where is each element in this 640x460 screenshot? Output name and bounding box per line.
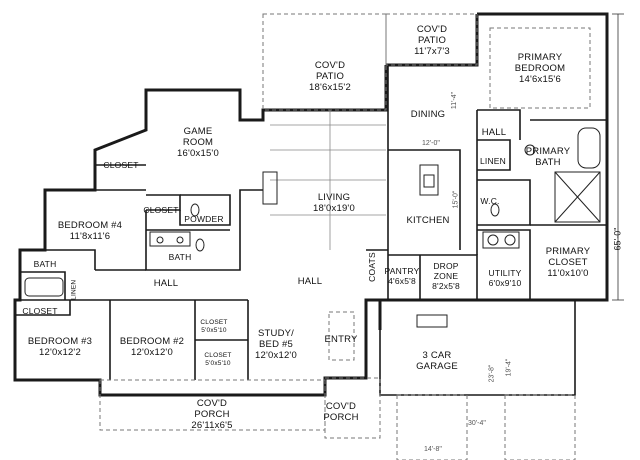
exterior-wall (380, 12, 609, 302)
room-label-entry: ENTRY (324, 334, 358, 345)
tub-primary (577, 127, 601, 169)
garage-width-dimension: 30'-4" (468, 420, 486, 427)
room-label-powder: POWDER (184, 214, 224, 224)
tub-left (24, 277, 64, 297)
room-label-coats: COATS (367, 252, 377, 282)
overall-dimension-line (612, 13, 624, 301)
interior-wall (379, 300, 576, 396)
room-label-bath-left: BATH (33, 259, 57, 269)
garage-depth-b-dimension: 19'-4" (505, 358, 513, 377)
dining-width-dimension: 12'-0" (422, 140, 440, 147)
interior-wall (15, 300, 71, 316)
interior-wall (388, 149, 461, 250)
room-label-bath-mid: BATH (168, 252, 192, 262)
dining-depth-dimension: 11'-4" (451, 91, 459, 110)
vanity-bath (149, 231, 191, 247)
interior-wall (179, 194, 231, 226)
interior-wall (477, 179, 531, 226)
living-ceiling-beams (270, 110, 386, 250)
garage-door-left (396, 394, 468, 460)
water-heater (524, 144, 536, 156)
interior-wall (477, 229, 531, 300)
room-label-hall-center: HALL (297, 276, 323, 287)
interior-wall (146, 194, 181, 211)
primary-bedroom-tray (489, 27, 591, 109)
covd-patio-mid-outline (262, 13, 387, 111)
entry-skylight (328, 311, 355, 361)
toilet-bath (195, 238, 205, 252)
garage-door-dimension: 14'-8" (424, 446, 442, 453)
room-label-kitchen: KITCHEN (406, 215, 450, 226)
covd-porch-entry-outline (324, 377, 381, 439)
exterior-wall (13, 65, 388, 397)
room-label-closet-b3: CLOSET (22, 306, 58, 316)
room-label-hall-primary: HALL (481, 127, 507, 138)
interior-wall (145, 189, 263, 271)
room-label-closet-top: CLOSET (103, 160, 139, 170)
toilet-wc (490, 203, 500, 217)
room-label-linen-primary: LINEN (479, 156, 507, 166)
covd-patio-top-outline (385, 13, 478, 66)
interior-wall (45, 249, 96, 270)
overall-depth-dimension: 65'-0" (612, 227, 623, 251)
garage-depth-a-dimension: 23'-8" (488, 364, 496, 383)
toilet-powder (190, 203, 200, 217)
garage-step (416, 314, 448, 328)
room-label-wc: W.C. (480, 196, 500, 206)
interior-wall (477, 109, 521, 140)
shower-primary (554, 171, 601, 223)
interior-wall (94, 150, 146, 191)
kitchen-island (419, 164, 439, 196)
room-label-closet-b4: CLOSET (143, 205, 179, 215)
kitchen-sink (423, 174, 435, 188)
room-label-linen-left: LINEN (70, 279, 78, 300)
fireplace (262, 171, 278, 205)
washer-dryer (482, 231, 520, 249)
kitchen-depth-dimension: 15'-0" (452, 190, 460, 209)
room-label-hall-left: HALL (153, 278, 179, 289)
covd-porch-main-outline (99, 379, 326, 431)
room-label-dining: DINING (410, 109, 446, 120)
interior-wall (20, 271, 66, 300)
garage-door-right (504, 394, 576, 460)
interior-wall (477, 139, 511, 171)
